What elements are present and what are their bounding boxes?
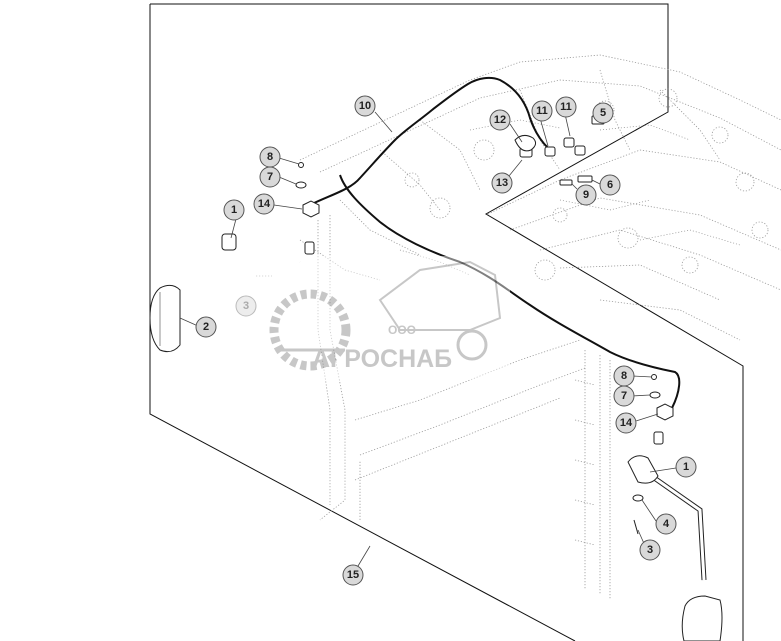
right-fasteners (632, 374, 674, 535)
callout-9: 9 (575, 184, 597, 206)
left-mirror-arm (155, 210, 301, 264)
svg-text:10: 10 (359, 100, 371, 112)
wiring-harness-lower (339, 174, 681, 409)
svg-text:6: 6 (607, 179, 613, 191)
watermark-name: АГРОСНАБ (312, 345, 452, 373)
callout-15: 15 (342, 564, 364, 586)
frame-outline (149, 3, 744, 641)
svg-text:3: 3 (647, 544, 653, 556)
callout-14-right: 14 (615, 412, 637, 434)
callout-12: 12 (489, 109, 511, 131)
cab-outline (299, 54, 781, 600)
svg-text:2: 2 (203, 321, 209, 333)
svg-text:8: 8 (621, 370, 627, 382)
callout-3-right: 3 (639, 539, 661, 561)
wiring-harness (309, 76, 549, 206)
callout-7-right: 7 (613, 385, 635, 407)
cab-fasteners (404, 88, 769, 281)
svg-text:1: 1 (683, 461, 689, 473)
svg-text:3: 3 (243, 300, 249, 312)
left-fasteners (256, 162, 320, 277)
callout-3-left: 3 (235, 295, 257, 317)
svg-text:14: 14 (258, 198, 271, 210)
callout-5: 5 (592, 102, 614, 124)
svg-text:11: 11 (560, 101, 572, 113)
svg-text:8: 8 (267, 151, 273, 163)
callout-7-left: 7 (259, 166, 281, 188)
svg-text:4: 4 (663, 518, 670, 530)
callout-8-left: 8 (259, 146, 281, 168)
svg-text:5: 5 (600, 107, 606, 119)
svg-text:12: 12 (494, 114, 506, 126)
svg-text:9: 9 (583, 189, 589, 201)
callout-10: 10 (354, 95, 376, 117)
callout-11-right: 11 (555, 96, 577, 118)
agrosnab-watermark: ООО АГРОСНАБ (248, 256, 510, 380)
svg-text:14: 14 (620, 417, 633, 429)
callout-1-right: 1 (675, 456, 697, 478)
watermark-prefix: ООО (388, 323, 416, 337)
left-mirror (149, 284, 181, 353)
callout-8-right: 8 (613, 365, 635, 387)
callout-1-left: 1 (223, 199, 245, 221)
right-mirror (681, 595, 723, 641)
svg-text:7: 7 (267, 171, 273, 183)
leader-lines (179, 111, 677, 567)
callout-6: 6 (599, 174, 621, 196)
svg-text:7: 7 (621, 390, 627, 402)
svg-text:15: 15 (347, 569, 359, 581)
connectors (514, 115, 605, 186)
callout-13: 13 (491, 172, 513, 194)
callout-4: 4 (655, 513, 677, 535)
callout-11-left: 11 (531, 100, 553, 122)
callout-14-left: 14 (253, 193, 275, 215)
right-mirror-arm (627, 455, 707, 581)
svg-text:13: 13 (496, 177, 508, 189)
svg-text:1: 1 (231, 204, 237, 216)
svg-text:11: 11 (536, 105, 548, 117)
callout-2: 2 (195, 316, 217, 338)
